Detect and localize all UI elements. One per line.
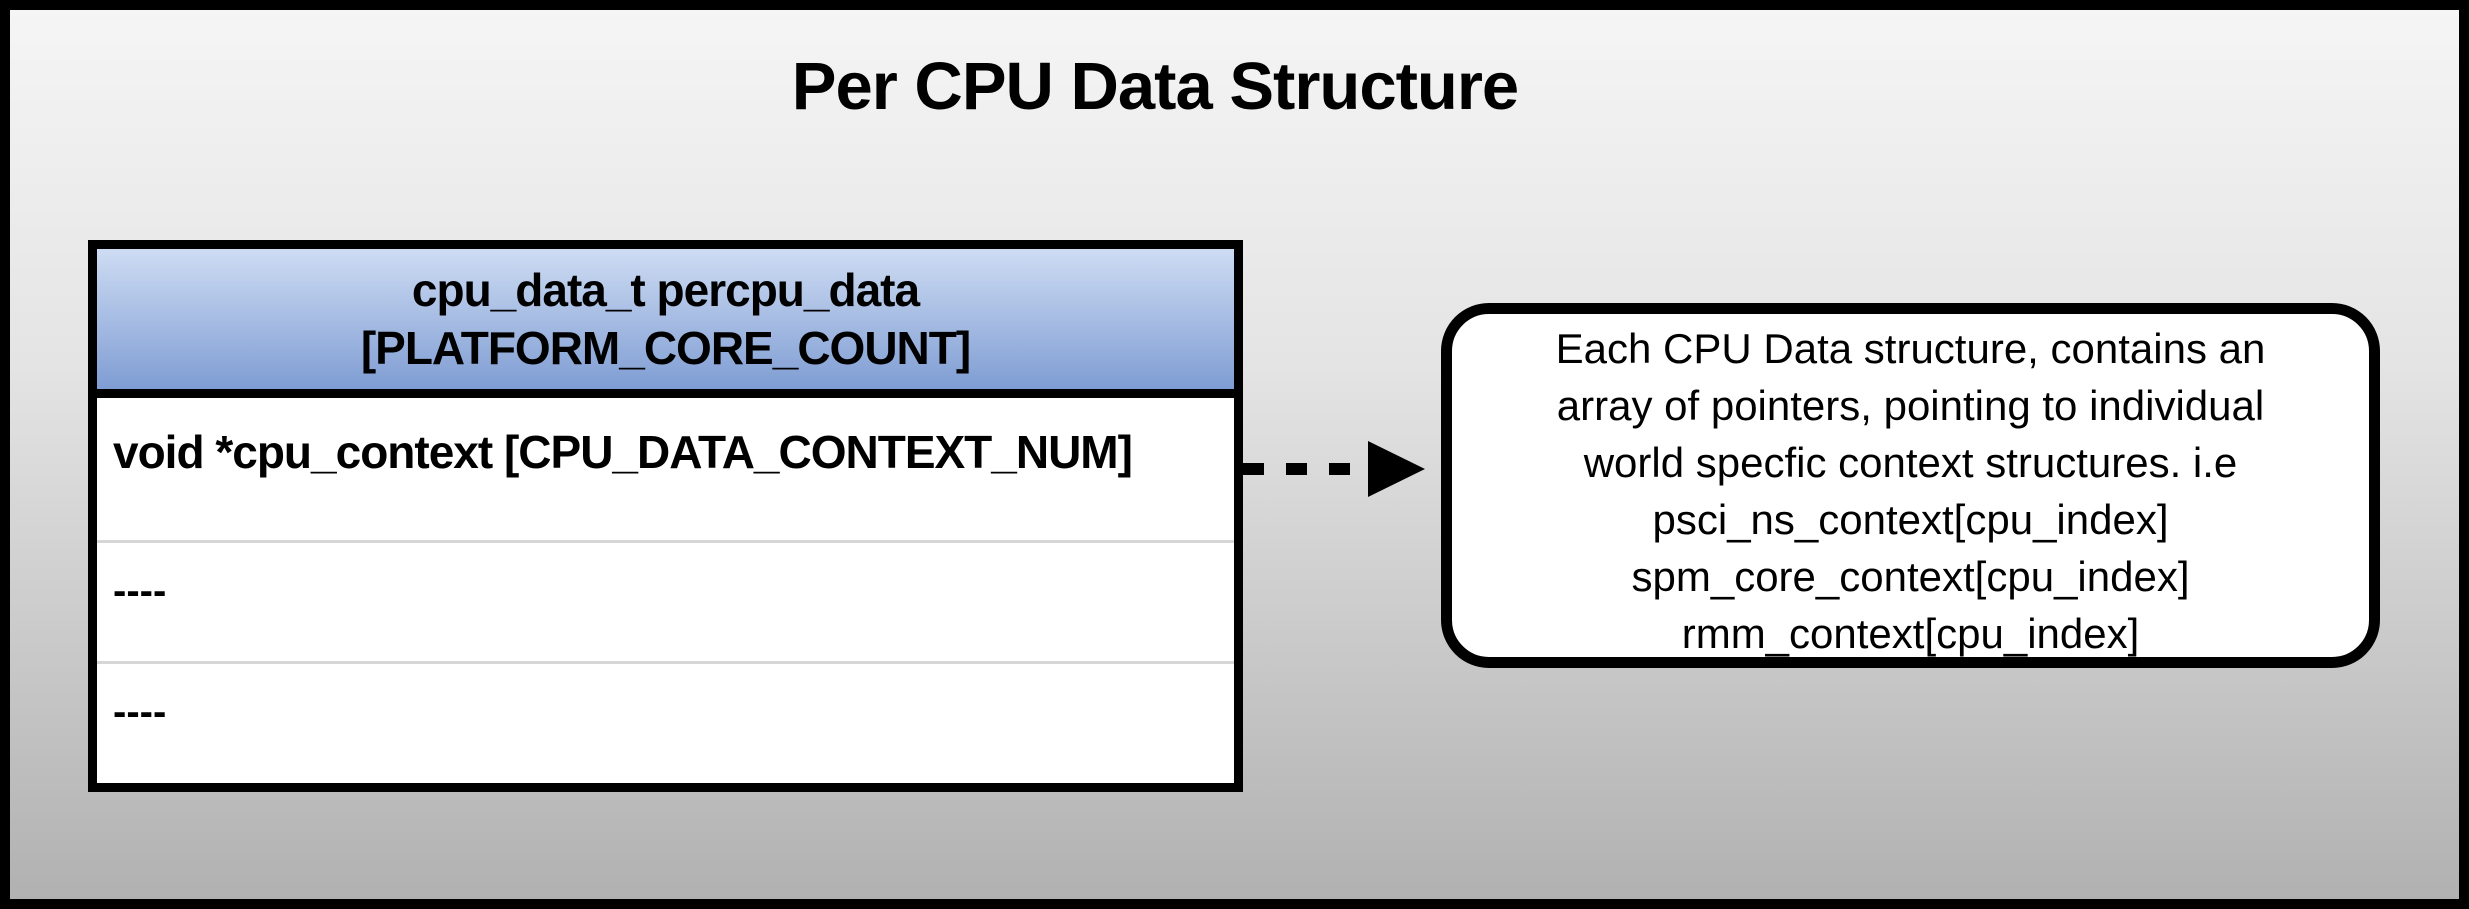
arrow-dashed-line: [1243, 463, 1370, 475]
table-header: cpu_data_t percpu_data [PLATFORM_CORE_CO…: [97, 249, 1234, 398]
table-header-line2: [PLATFORM_CORE_COUNT]: [360, 322, 971, 374]
note-line: psci_ns_context[cpu_index]: [1652, 496, 2169, 543]
page-title: Per CPU Data Structure: [791, 49, 1519, 124]
note-line: array of pointers, pointing to individua…: [1556, 382, 2265, 429]
table-header-line1: cpu_data_t percpu_data: [411, 264, 920, 316]
table-row-cpu-context: void *cpu_context [CPU_DATA_CONTEXT_NUM]: [97, 398, 1234, 543]
table-row-text: ----: [113, 569, 167, 613]
annotation-bubble: Each CPU Data structure, contains an arr…: [1441, 303, 2380, 668]
arrow-head-icon: [1368, 441, 1425, 497]
note-line: world specfic context structures. i.e: [1583, 439, 2238, 486]
table-row-text: void *cpu_context [CPU_DATA_CONTEXT_NUM]: [113, 426, 1133, 478]
dashed-arrow: [1243, 441, 1425, 497]
note-line: spm_core_context[cpu_index]: [1631, 553, 2190, 600]
note-line: Each CPU Data structure, contains an: [1555, 325, 2266, 372]
cpu-data-table: cpu_data_t percpu_data [PLATFORM_CORE_CO…: [88, 240, 1243, 792]
table-row-text: ----: [113, 690, 167, 734]
table-row-placeholder-1: ----: [97, 543, 1234, 664]
table-row-placeholder-2: ----: [97, 664, 1234, 783]
note-line: rmm_context[cpu_index]: [1681, 610, 2140, 657]
